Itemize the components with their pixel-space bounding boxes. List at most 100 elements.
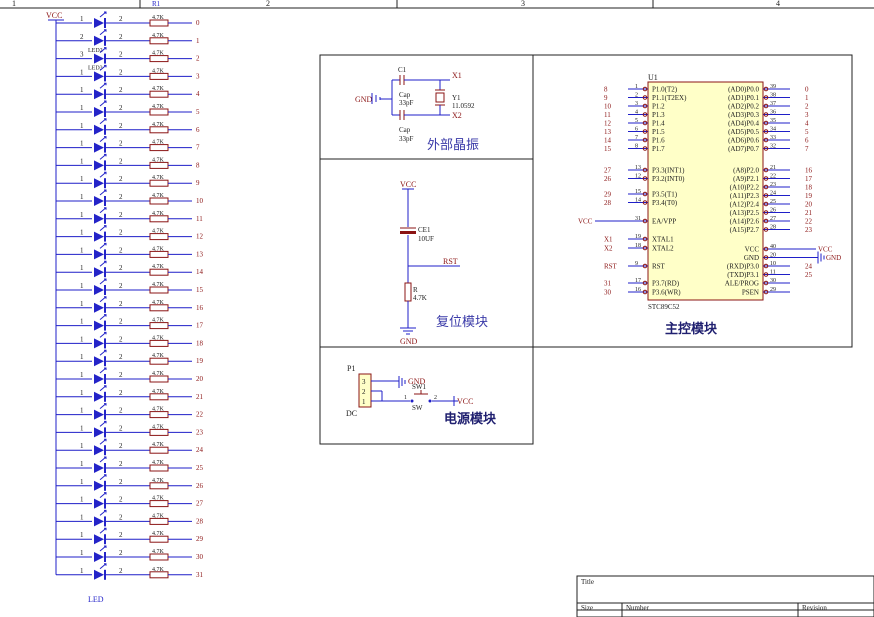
led-diode-body: [94, 480, 104, 491]
led-diode-body: [94, 569, 104, 580]
led-diode-body: [94, 427, 104, 438]
mcu-right-pin-num: 25: [770, 199, 776, 205]
mcu-left-pin-dot: [642, 137, 648, 143]
mcu-right-pin-net: 24: [805, 263, 813, 271]
mcu-right-pin-net: 1: [805, 94, 809, 102]
mcu-right-pin-name: PSEN: [742, 289, 759, 297]
mcu-right-pin-net: 20: [805, 201, 813, 209]
led-pin-1: 1: [80, 104, 84, 112]
led-light-arrow: [99, 260, 107, 267]
mcu-left-pin-num: 12: [635, 174, 641, 180]
led-diode-body: [94, 71, 104, 82]
ce1-val: 10UF: [418, 235, 434, 243]
led-resistor-value: 4.7K: [152, 513, 165, 519]
led-diode-body: [94, 391, 104, 402]
power-module: 电源模块 P1 3 2 1 DC GND SW1 SW 1 2 VCC: [346, 364, 497, 427]
led-light-arrow: [99, 509, 107, 516]
crystal-gnd: GND: [355, 95, 373, 104]
led-net-label: 19: [196, 357, 204, 365]
led-light-arrow: [99, 29, 107, 36]
led-diode-body: [94, 552, 104, 562]
led-diode-body: [94, 53, 104, 64]
mcu-left-pin-name: P1.6: [652, 137, 665, 145]
led-resistor-value: 4.7K: [152, 318, 165, 324]
mcu-left-pin-dot: [642, 245, 648, 251]
led-net-label: 12: [196, 233, 204, 241]
reset-gnd: GND: [400, 337, 418, 346]
led-diode-body: [94, 445, 104, 456]
led-diode-body: [94, 35, 104, 46]
mcu-ref: U1: [648, 73, 658, 82]
led-diode-body: [94, 356, 104, 367]
led-diode-body: [94, 18, 104, 28]
led-pin-2: 2: [119, 86, 123, 94]
mcu-right-pin-net: 2: [805, 103, 809, 111]
led-net-label: 13: [196, 250, 204, 258]
power-title: 电源模块: [444, 411, 497, 427]
mcu-left-pin-net: 11: [604, 111, 611, 119]
p1-dc: DC: [346, 409, 357, 418]
led-pin-2: 2: [119, 513, 123, 521]
mcu-left-pin-dot: [642, 200, 648, 205]
c2-val: 33pF: [399, 135, 414, 143]
led-pin-1: 1: [80, 389, 84, 397]
led-light-arrow: [99, 438, 107, 445]
led-resistor-value: 4.7K: [152, 229, 165, 235]
mcu-right-pin-dot: [763, 246, 769, 252]
mcu-right-pin-dot: [763, 129, 769, 134]
led-resistor-value: 4.7K: [152, 567, 165, 573]
led-pin-2: 2: [119, 335, 123, 343]
reset-r-val: 4.7K: [413, 294, 427, 302]
led-resistor-value: 4.7K: [152, 389, 165, 395]
mcu-right-pin-num: 37: [770, 101, 776, 107]
led-diode-body: [94, 107, 104, 117]
led-light-arrow: [99, 100, 107, 107]
mcu-left-pin-name: EA/VPP: [652, 218, 676, 226]
mcu-left-pin-name: P3.3(INT1): [652, 167, 685, 175]
led-diode-body: [94, 213, 104, 224]
led-resistor-value: 4.7K: [152, 104, 165, 110]
mcu-left-pin-dot: [642, 263, 648, 269]
led-light-arrow: [99, 420, 107, 427]
mcu-right-pin-name: (AD0)P0.0: [728, 86, 759, 94]
mcu-left-pin-dot: [642, 289, 648, 295]
title-label: Title: [581, 578, 594, 586]
led-resistor-value: 4.7K: [152, 15, 165, 21]
led-net-label: 7: [196, 144, 200, 152]
led-light-arrow: [99, 385, 107, 392]
led-net-label: 22: [196, 411, 204, 419]
mcu-left-pin-dot: [642, 95, 648, 100]
revision-label: Revision: [802, 604, 827, 612]
mcu-right-pin-net: 16: [805, 167, 813, 175]
led-light-arrow: [99, 47, 107, 53]
led-light-arrow: [99, 207, 107, 214]
module-boxes: [319, 54, 853, 445]
mcu-left-pin-net: X2: [604, 245, 613, 253]
net-x2: X2: [452, 111, 462, 120]
mcu-left-pin-num: 13: [635, 165, 641, 171]
mcu-right-pin-dot: [763, 112, 769, 117]
led-light-arrow: [99, 153, 107, 160]
mcu-left-pin-name: RST: [652, 263, 666, 271]
mcu-left-pin-name: P1.7: [652, 145, 665, 153]
led-resistor-value: 4.7K: [152, 51, 165, 57]
led-pin-2: 2: [119, 424, 123, 432]
led-pin-1: 1: [80, 531, 84, 539]
mcu-left-pin-num: 7: [635, 135, 638, 141]
led-net-label: 27: [196, 500, 204, 508]
